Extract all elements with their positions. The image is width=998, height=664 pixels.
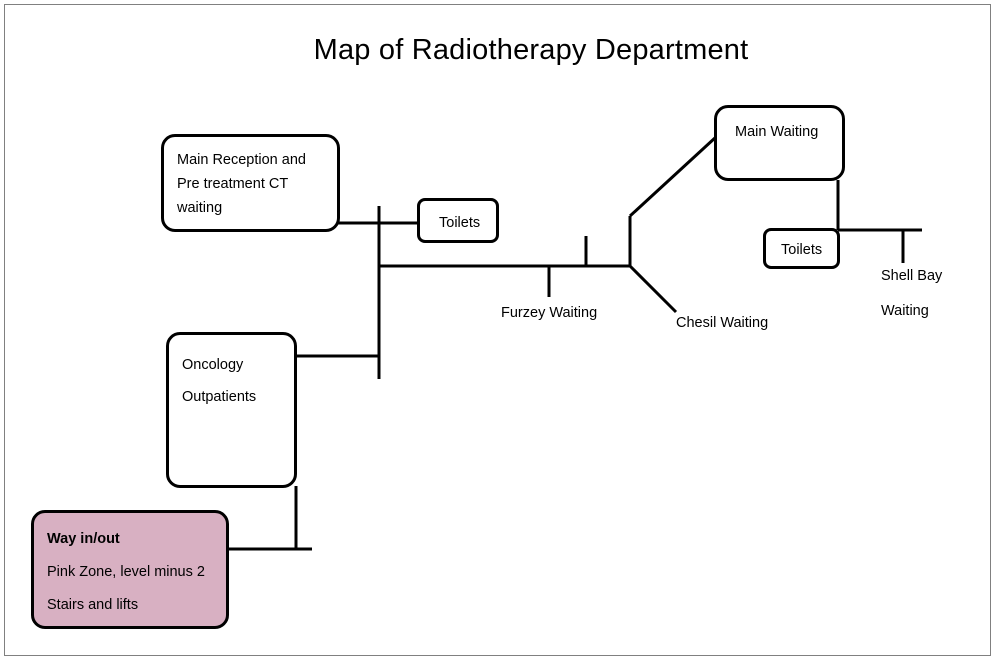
- oncology-outpatients-box[interactable]: Oncology Outpatients: [166, 332, 297, 488]
- main-waiting-box[interactable]: Main Waiting: [714, 105, 845, 181]
- main-reception-line-3: waiting: [177, 200, 223, 216]
- toilets-1-box[interactable]: Toilets: [417, 198, 499, 243]
- shell-bay-line-1: Shell Bay: [881, 268, 943, 284]
- main-waiting-label: Main Waiting: [735, 124, 819, 140]
- toilets-1-label: Toilets: [439, 215, 481, 231]
- main-reception-box[interactable]: Main Reception and Pre treatment CT wait…: [161, 134, 340, 232]
- oncology-line-2: Outpatients: [182, 389, 257, 405]
- corridor-to-main-waiting: [628, 135, 718, 218]
- main-reception-line-2: Pre treatment CT: [177, 176, 289, 192]
- map-title: Map of Radiotherapy Department: [313, 34, 749, 66]
- map-frame: [4, 4, 991, 656]
- chesil-waiting-label: Chesil Waiting: [676, 315, 769, 331]
- oncology-line-1: Oncology: [182, 357, 244, 373]
- toilets-2-label: Toilets: [781, 242, 823, 258]
- way-in-out-line-1: Pink Zone, level minus 2: [47, 564, 205, 580]
- toilets-2-box[interactable]: Toilets: [763, 228, 840, 269]
- main-reception-line-1: Main Reception and: [177, 152, 306, 168]
- corridor-to-chesil: [628, 264, 678, 314]
- way-in-out-heading: Way in/out: [47, 531, 120, 547]
- way-in-out-box[interactable]: Way in/out Pink Zone, level minus 2 Stai…: [31, 510, 229, 629]
- shell-bay-line-2: Waiting: [881, 303, 929, 319]
- way-in-out-line-2: Stairs and lifts: [47, 597, 139, 613]
- furzey-waiting-label: Furzey Waiting: [501, 305, 598, 321]
